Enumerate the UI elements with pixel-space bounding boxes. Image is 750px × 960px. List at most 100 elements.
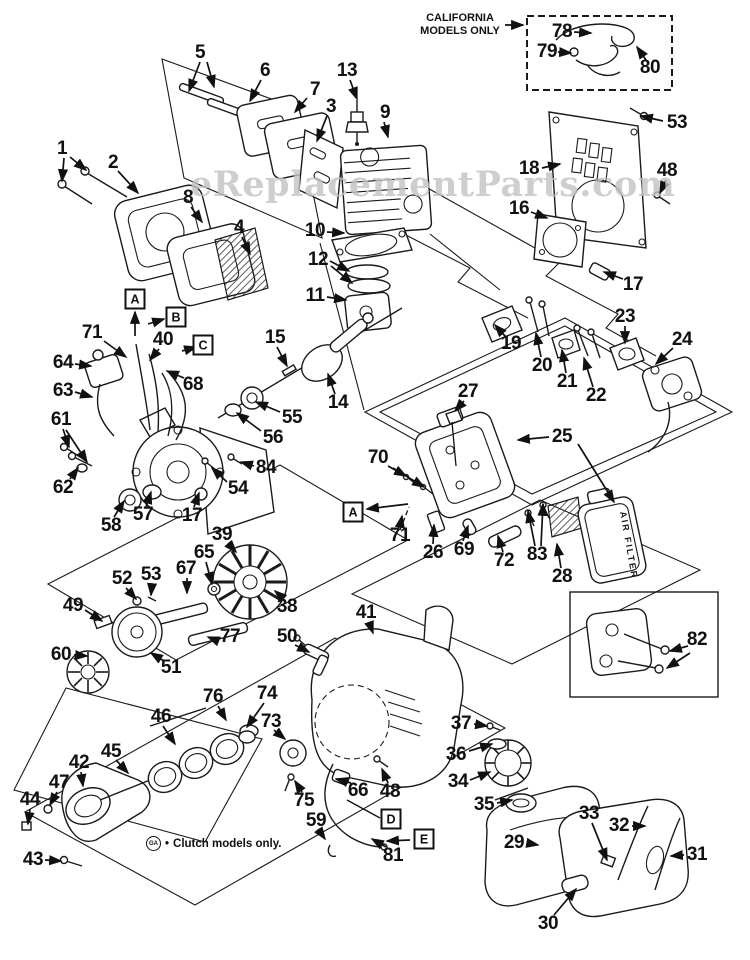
leader-line xyxy=(399,506,410,531)
leader-arrow xyxy=(469,771,492,782)
leader-arrow xyxy=(73,650,89,661)
leader-arrow xyxy=(235,411,262,432)
leader-arrow xyxy=(190,491,200,508)
leader-arrow xyxy=(313,826,326,841)
leader-arrow xyxy=(273,589,288,603)
leader-arrow xyxy=(326,293,348,304)
part-callout-42: 42 xyxy=(68,752,90,773)
starter-pulley-drawing xyxy=(66,606,163,694)
leader-arrow xyxy=(553,542,564,569)
leader-arrow xyxy=(537,502,548,547)
leader-arrow xyxy=(496,534,507,553)
leader-arrow xyxy=(669,850,685,861)
leader-arrow xyxy=(69,156,88,172)
leader-arrow xyxy=(294,642,311,653)
leader-arrow xyxy=(365,502,409,513)
leader-arrow xyxy=(190,206,204,224)
part-callout-24: 24 xyxy=(671,329,693,350)
part-callout-64: 64 xyxy=(52,352,74,373)
part-callout-27: 27 xyxy=(457,381,479,402)
leader-arrow xyxy=(473,719,489,730)
clutch-models-note: GA • Clutch models only. xyxy=(146,836,281,851)
crankcase-drawing xyxy=(118,407,275,535)
leader-arrow xyxy=(66,466,79,481)
part-callout-57: 57 xyxy=(132,504,154,525)
part-callout-17: 17 xyxy=(622,274,644,295)
leader-arrow xyxy=(272,727,287,741)
part-callout-28: 28 xyxy=(551,566,573,587)
part-callout-82: 82 xyxy=(686,629,708,650)
leader-arrow xyxy=(559,348,570,374)
leader-arrow xyxy=(381,767,392,784)
leader-arrow xyxy=(553,887,578,916)
part-callout-53: 53 xyxy=(140,564,162,585)
part-callout-34: 34 xyxy=(447,771,469,792)
part-callout-47: 47 xyxy=(48,772,70,793)
part-callout-9: 9 xyxy=(379,102,391,123)
part-callout-23: 23 xyxy=(614,306,636,327)
flywheel-drawing xyxy=(132,544,288,646)
leader-arrow xyxy=(591,822,608,862)
leader-arrow xyxy=(428,523,439,545)
leader-arrow xyxy=(165,370,185,381)
part-callout-2: 2 xyxy=(107,152,119,173)
part-callout-44: 44 xyxy=(19,789,41,810)
part-callout-32: 32 xyxy=(608,815,630,836)
part-callout-46: 46 xyxy=(150,706,172,727)
cylinder-drawing xyxy=(339,144,433,236)
muffler-top-drawing xyxy=(178,82,344,210)
part-callout-1: 1 xyxy=(56,138,68,159)
part-callout-83: 83 xyxy=(526,544,548,565)
part-callout-78: 78 xyxy=(551,21,573,42)
part-callout-29: 29 xyxy=(503,832,525,853)
part-callout-69: 69 xyxy=(453,539,475,560)
part-callout-17: 17 xyxy=(181,505,203,526)
part-callout-52: 52 xyxy=(111,568,133,589)
part-callout-56: 56 xyxy=(262,427,284,448)
part-callout-62: 62 xyxy=(52,477,74,498)
part-callout-8: 8 xyxy=(182,187,194,208)
leader-arrow xyxy=(582,356,594,388)
leader-arrow xyxy=(254,401,281,413)
part-callout-66: 66 xyxy=(347,780,369,801)
leader-arrow xyxy=(117,170,140,195)
part-callout-73: 73 xyxy=(260,711,282,732)
part-callout-10: 10 xyxy=(304,220,326,241)
leader-arrow xyxy=(44,855,63,866)
leader-arrow xyxy=(541,161,562,172)
part-callout-37: 37 xyxy=(450,713,472,734)
carburetor-row-drawing xyxy=(481,296,703,453)
part-callout-4: 4 xyxy=(233,217,245,238)
part-callout-33: 33 xyxy=(578,803,600,824)
leader-arrow xyxy=(364,620,374,635)
part-callout-48: 48 xyxy=(656,160,678,181)
part-callout-21: 21 xyxy=(556,371,578,392)
callout-arrows xyxy=(24,19,691,916)
leader-arrow xyxy=(148,347,162,362)
leader-arrow xyxy=(516,433,550,444)
part-callout-50: 50 xyxy=(276,626,298,647)
leader-arrow xyxy=(146,582,158,597)
leader-arrow xyxy=(329,260,351,272)
leader-arrow xyxy=(203,561,214,586)
leader-line xyxy=(451,421,457,467)
leader-arrow xyxy=(639,113,664,124)
leader-arrow xyxy=(294,779,306,794)
part-callout-84: 84 xyxy=(255,457,277,478)
leader-arrow xyxy=(240,236,251,256)
part-callout-74: 74 xyxy=(256,683,278,704)
leader-arrow xyxy=(224,539,238,554)
part-callout-71: 71 xyxy=(389,525,411,546)
spark-plug-drawing xyxy=(345,100,369,146)
section-label-E: E xyxy=(413,828,435,850)
part-callout-45: 45 xyxy=(100,741,122,762)
part-callout-7: 7 xyxy=(309,79,321,100)
leader-arrow xyxy=(459,524,470,542)
leader-arrow xyxy=(602,271,624,281)
leader-arrow xyxy=(636,45,648,61)
part-callout-70: 70 xyxy=(367,447,389,468)
leader-arrow xyxy=(113,499,125,518)
clutch-note-bullet: • xyxy=(165,837,170,850)
leader-arrow xyxy=(577,443,615,504)
